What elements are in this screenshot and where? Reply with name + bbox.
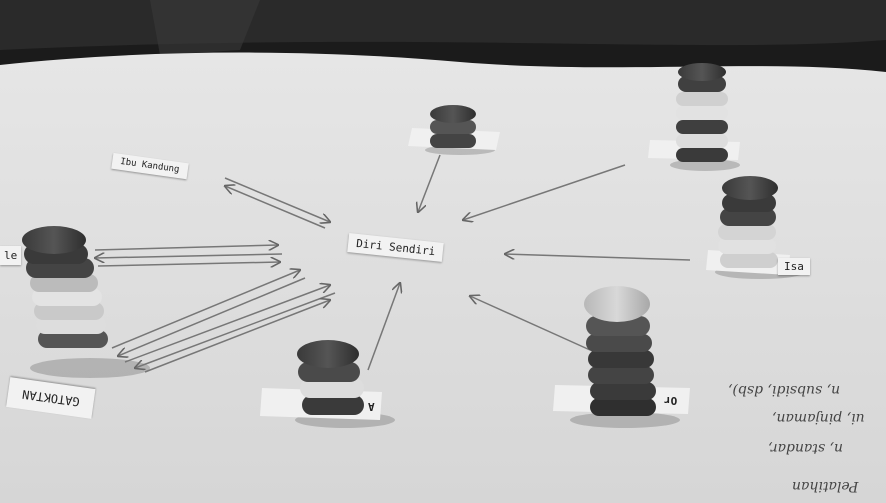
token-stack-right [718, 176, 778, 268]
token-stack-bottom-center [297, 340, 364, 415]
handwritten-note-2: ui, pinjaman, [772, 410, 865, 426]
token-stack-top-center [430, 105, 476, 148]
label-bottom-center: A [368, 400, 375, 413]
handwritten-note-1: n, subsidi, dsb), [728, 382, 841, 398]
label-left-edge: le [0, 246, 22, 265]
token-stack-bottom-right [584, 286, 656, 416]
token-stack-left [22, 226, 108, 348]
relation-arrows [95, 154, 691, 373]
handwritten-note-3: n, standar, [768, 440, 844, 456]
background-figure [150, 0, 260, 55]
label-bottom-right: Or [664, 394, 678, 407]
handwritten-note-4: Pelatihan [792, 478, 859, 494]
token-stack-top-right [676, 63, 728, 162]
label-right: Isa [778, 258, 810, 275]
